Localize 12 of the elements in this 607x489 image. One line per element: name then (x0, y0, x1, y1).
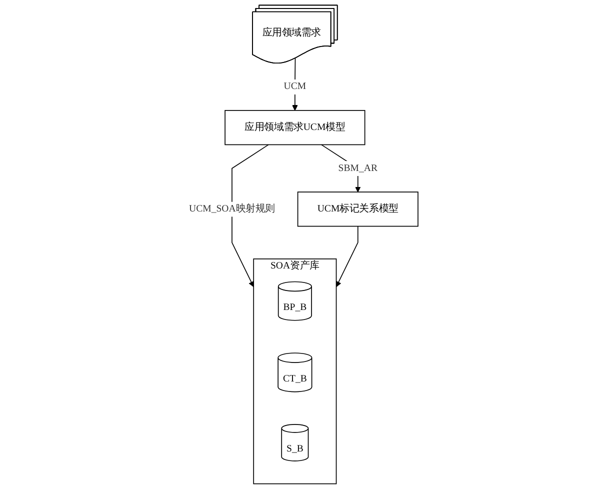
edge-label: UCM_SOA映射规则 (189, 202, 275, 216)
edge-label: SBM_AR (338, 161, 378, 176)
process-box: 应用领域需求UCM模型 (224, 110, 366, 146)
process-box: UCM标记关系模型 (297, 192, 418, 227)
database-cylinder: BP_B (278, 281, 312, 321)
arrow (336, 226, 358, 288)
arrow (292, 58, 298, 111)
edge-label: UCM (284, 79, 306, 94)
document-stack: 应用领域需求 (252, 4, 338, 64)
database-cylinder: S_B (281, 424, 309, 462)
arrow (232, 144, 269, 288)
database-cylinder: CT_B (278, 352, 312, 392)
